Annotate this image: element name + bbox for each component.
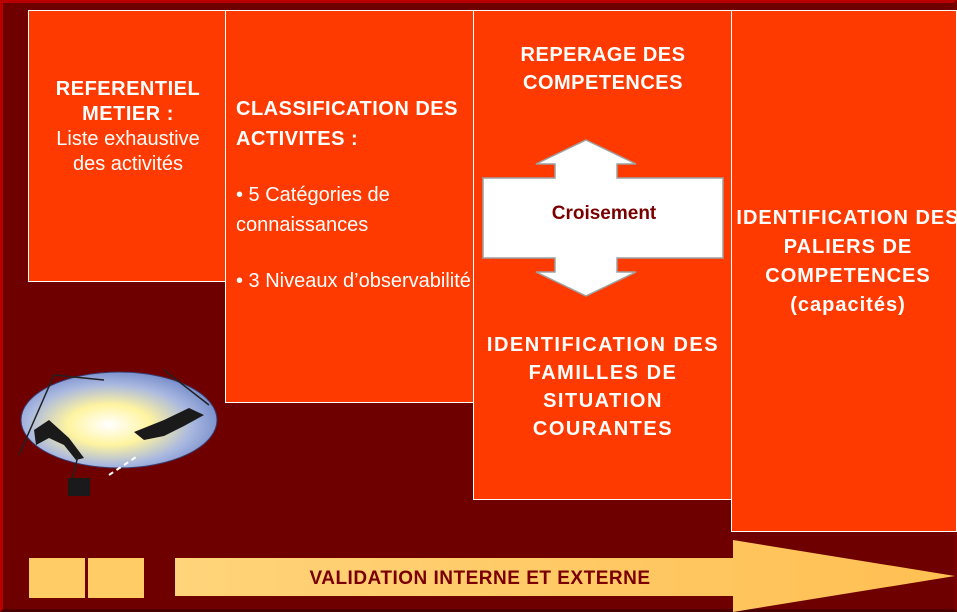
box-paliers: IDENTIFICATION DES PALIERS DE COMPETENCE… [731,10,957,532]
referentiel-title: REFERENTIEL METIER : [55,78,201,125]
referentiel-subtitle: Liste exhaustive des activités [56,128,200,175]
familles-title: IDENTIFICATION DES FAMILLES DE SITUATION… [486,334,720,440]
validation-label: VALIDATION INTERNE ET EXTERNE [309,568,651,589]
box-referentiel-metier: REFERENTIEL METIER : Liste exhaustive de… [28,10,228,282]
box-classification: CLASSIFICATION DES ACTIVITES : • 5 Catég… [225,10,475,403]
validation-arrow [175,540,955,612]
paliers-title: IDENTIFICATION DES PALIERS DE COMPETENCE… [736,207,957,316]
square-icon [29,558,85,598]
square-icon [88,558,144,598]
classification-point-niveaux: • 3 Niveaux d’observabilité [236,270,471,292]
croisement-label: Croisement [551,203,657,224]
classification-point-categories: • 5 Catégories de connaissances [236,184,390,236]
reperage-title: REPERAGE DES COMPETENCES [520,44,686,94]
handshake-clipart [18,369,218,496]
double-arrow-icon [482,139,724,297]
classification-title: CLASSIFICATION DES ACTIVITES : [236,98,458,150]
